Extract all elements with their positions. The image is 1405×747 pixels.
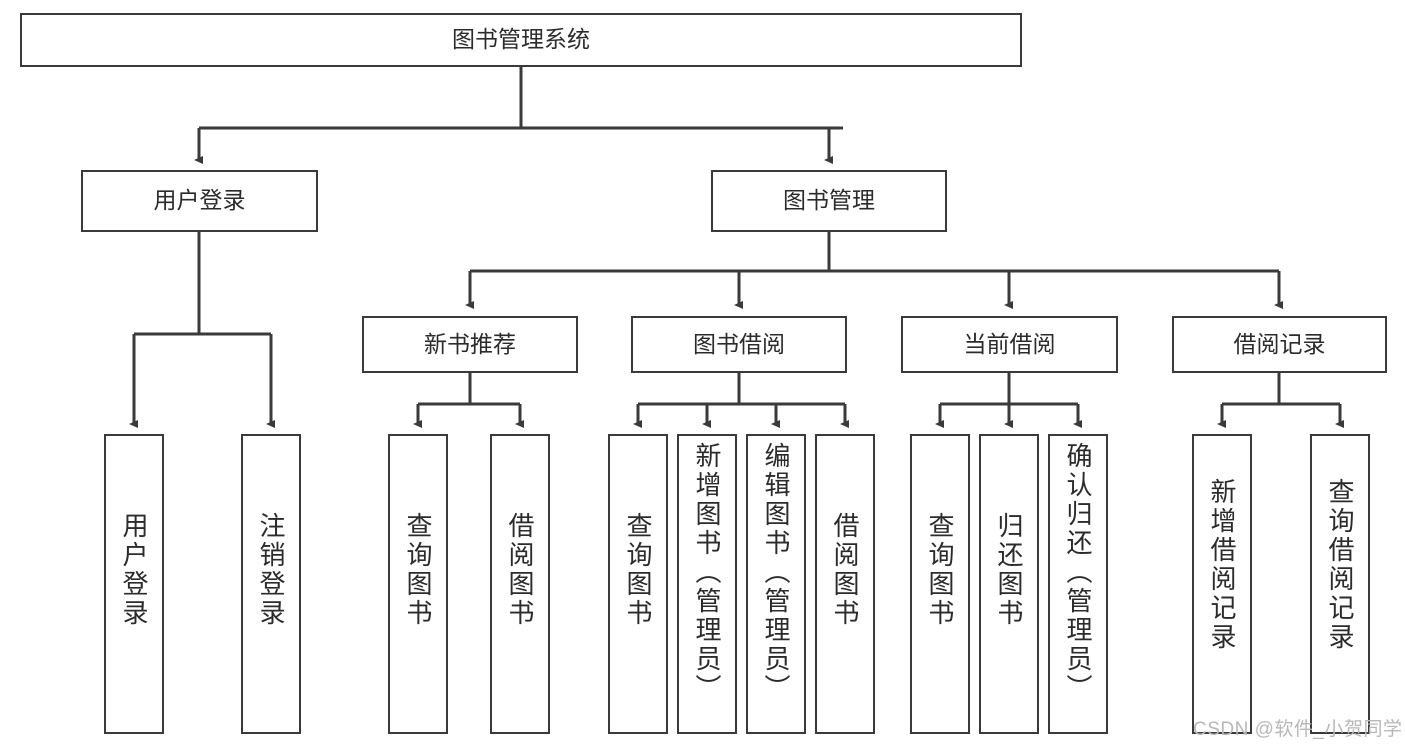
node-label: 查询图书 xyxy=(623,512,653,628)
node-label: 新书推荐 xyxy=(424,330,516,357)
node-label: 编辑图书（管理员） xyxy=(761,442,791,703)
node-book-management[interactable]: 图书管理 xyxy=(711,170,947,232)
node-label: 确认归还（管理员） xyxy=(1063,442,1093,703)
leaf-query-book-current[interactable]: 查询图书 xyxy=(910,434,970,734)
node-book-borrow[interactable]: 图书借阅 xyxy=(631,316,847,373)
node-label: 查询图书 xyxy=(925,512,955,628)
node-label: 用户登录 xyxy=(119,512,149,628)
node-user-login[interactable]: 用户登录 xyxy=(81,170,318,232)
node-label: 图书管理系统 xyxy=(452,26,590,53)
node-label: 借阅图书 xyxy=(505,512,535,628)
node-label: 借阅图书 xyxy=(830,512,860,628)
node-label: 用户登录 xyxy=(153,187,246,214)
node-label: 查询借阅记录 xyxy=(1325,478,1355,652)
node-book-management-system[interactable]: 图书管理系统 xyxy=(20,13,1022,67)
node-label: 图书借阅 xyxy=(693,330,785,357)
leaf-add-borrow-record[interactable]: 新增借阅记录 xyxy=(1192,434,1252,734)
leaf-borrow-book[interactable]: 借阅图书 xyxy=(815,434,875,734)
leaf-edit-book-admin[interactable]: 编辑图书（管理员） xyxy=(746,434,806,734)
node-current-borrow[interactable]: 当前借阅 xyxy=(901,316,1118,373)
node-new-book-recommend[interactable]: 新书推荐 xyxy=(362,316,578,373)
leaf-logout-login[interactable]: 注销登录 xyxy=(241,434,301,734)
node-label: 借阅记录 xyxy=(1233,330,1326,357)
leaf-confirm-return-admin[interactable]: 确认归还（管理员） xyxy=(1048,434,1108,734)
leaf-query-book-borrow[interactable]: 查询图书 xyxy=(608,434,668,734)
leaf-user-login[interactable]: 用户登录 xyxy=(104,434,164,734)
csdn-watermark: CSDN @软件_小贺同学 xyxy=(1193,719,1403,740)
leaf-borrow-book-recommend[interactable]: 借阅图书 xyxy=(490,434,550,734)
leaf-add-book-admin[interactable]: 新增图书（管理员） xyxy=(677,434,737,734)
node-label: 新增借阅记录 xyxy=(1207,478,1237,652)
node-label: 查询图书 xyxy=(403,512,433,628)
node-label: 注销登录 xyxy=(256,512,286,628)
node-label: 新增图书（管理员） xyxy=(692,442,722,703)
leaf-return-book[interactable]: 归还图书 xyxy=(979,434,1039,734)
node-label: 归还图书 xyxy=(994,512,1024,628)
node-label: 图书管理 xyxy=(783,187,875,214)
node-label: 当前借阅 xyxy=(963,330,1056,357)
leaf-query-borrow-record[interactable]: 查询借阅记录 xyxy=(1310,434,1370,734)
leaf-query-book-recommend[interactable]: 查询图书 xyxy=(388,434,448,734)
node-borrow-record[interactable]: 借阅记录 xyxy=(1172,316,1387,373)
